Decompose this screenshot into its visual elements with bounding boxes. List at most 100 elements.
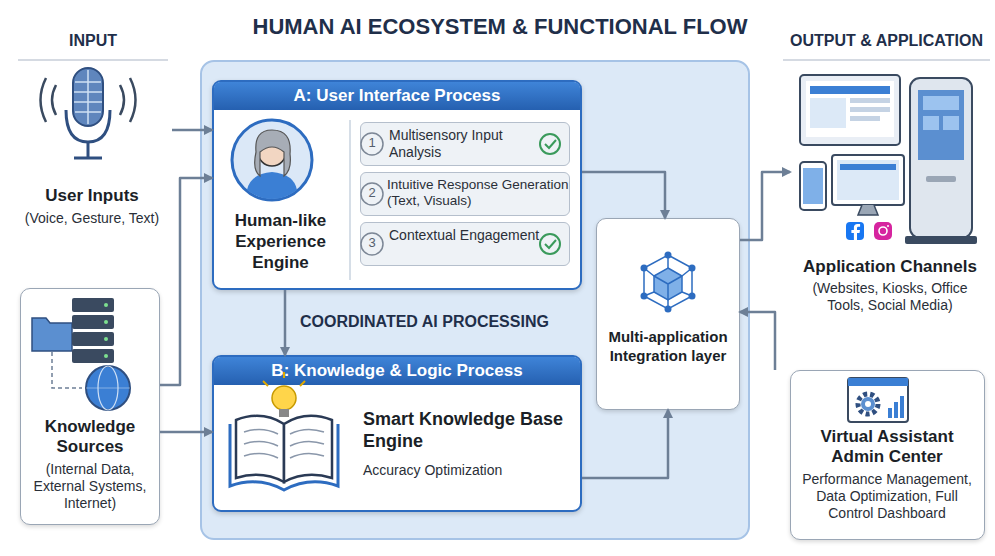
step-text: Intuitive Response Generation (Text, Vis… [387,177,569,209]
step-text: Multisensory Input Analysis [389,127,541,161]
step-box: Contextual Engagement [360,222,570,266]
data-source-icon [72,332,114,346]
check-icon [545,240,556,248]
check-icon [540,234,560,254]
book-icon [236,416,284,482]
step-text: Contextual Engagement [389,227,541,244]
microphone-icon [52,85,56,115]
engine-group: Human-like Experience Engine [218,110,343,282]
devices-icon [800,162,826,210]
microphone-icon [75,111,101,113]
engine-group: Smart Knowledge Base EngineAccuracy Opti… [222,390,574,505]
node-subtitle: (Websites, Kiosks, Office Tools, Social … [795,280,985,314]
admin-icon [894,402,898,418]
step-box: Intuitive Response Generation (Text, Vis… [360,172,570,216]
avatar-icon [232,120,312,200]
devices-icon [874,222,892,240]
microphone-icon [74,101,102,103]
input-group: User Inputs (Voice, Gesture, Text) [12,66,172,236]
devices-icon [887,225,889,227]
admin-box: Virtual Assistant Admin CenterPerformanc… [790,370,985,540]
microphone-icon [130,78,136,122]
node-title: Multi-application Integration layer [599,327,737,365]
process-box: A: User Interface ProcessHuman-like Expe… [212,80,582,290]
devices-icon [850,116,880,121]
book-icon [279,409,289,417]
devices-icon [840,164,896,170]
devices-icon [926,176,956,182]
header-rule [18,60,990,61]
node-title: User Inputs [12,186,172,206]
process-box: B: Knowledge & Logic ProcessSmart Knowle… [212,355,582,512]
diagram-title: HUMAN AI ECOSYSTEM & FUNCTIONAL FLOW [200,14,800,40]
callout-number: 3 [362,235,382,251]
avatar-icon [247,172,297,199]
avatar-icon [232,120,312,200]
avatar-icon [255,130,291,176]
devices-icon [905,236,977,244]
integration-icon [644,255,692,309]
check-icon [540,134,560,254]
data-source-icon [98,366,118,410]
connector [740,172,790,240]
book-icon [263,381,268,386]
book-icon [272,386,296,410]
connector [160,178,212,385]
devices-icon [800,75,900,145]
step-box: Multisensory Input Analysis [360,122,570,166]
integration-icon [665,252,672,259]
devices-icon [806,81,894,137]
devices-icon [810,86,890,94]
data-source-icon [72,349,114,363]
microphone-icon [41,78,47,122]
microphone-icon [120,85,124,115]
node-subtitle: (Voice, Gesture, Text) [12,210,172,227]
header-rule [18,59,168,61]
separator-line [350,120,351,280]
devices-icon [800,75,977,244]
devices-icon [850,98,890,103]
callout-circle [361,233,383,255]
integration-icon [641,293,648,300]
process-header: A: User Interface Process [214,82,580,110]
section-heading: INPUT [18,31,168,50]
section-heading: OUTPUT & APPLICATION [783,31,990,50]
data-source-icon [72,315,114,329]
integration-icon [641,252,696,313]
node-subtitle: Performance Management, Data Optimizatio… [794,471,980,521]
admin-icon [865,401,871,407]
data-source-icon [32,318,72,351]
integration-icon [644,255,692,309]
devices-icon [923,116,939,130]
connector [172,129,212,132]
admin-icon [848,378,908,422]
integration-icon [654,268,682,300]
connector [284,290,287,355]
devices-icon [803,168,823,204]
callout-number: 2 [362,185,382,201]
microphone-icon [66,110,110,142]
devices-icon [837,160,899,200]
engine-subtitle: Accuracy Optimization [363,462,568,479]
node-title: Virtual Assistant Admin Center [794,427,980,468]
devices-icon [879,227,887,235]
microphone-icon [75,81,101,83]
microphone-icon [74,157,102,160]
book-icon [283,372,285,378]
devices-icon [810,98,846,128]
microphone-icon [87,142,90,158]
integration-icon [689,293,696,300]
admin-icon [848,378,908,422]
process-header: B: Knowledge & Logic Process [214,357,580,385]
callout-number: 1 [362,135,382,151]
integration-icon [689,265,696,272]
data-source-icon [104,337,108,341]
edge-label: COORDINATED AI PROCESSING [300,312,575,331]
data-source-icon [104,303,108,307]
data-source-icon [104,320,108,324]
admin-icon [900,396,904,418]
